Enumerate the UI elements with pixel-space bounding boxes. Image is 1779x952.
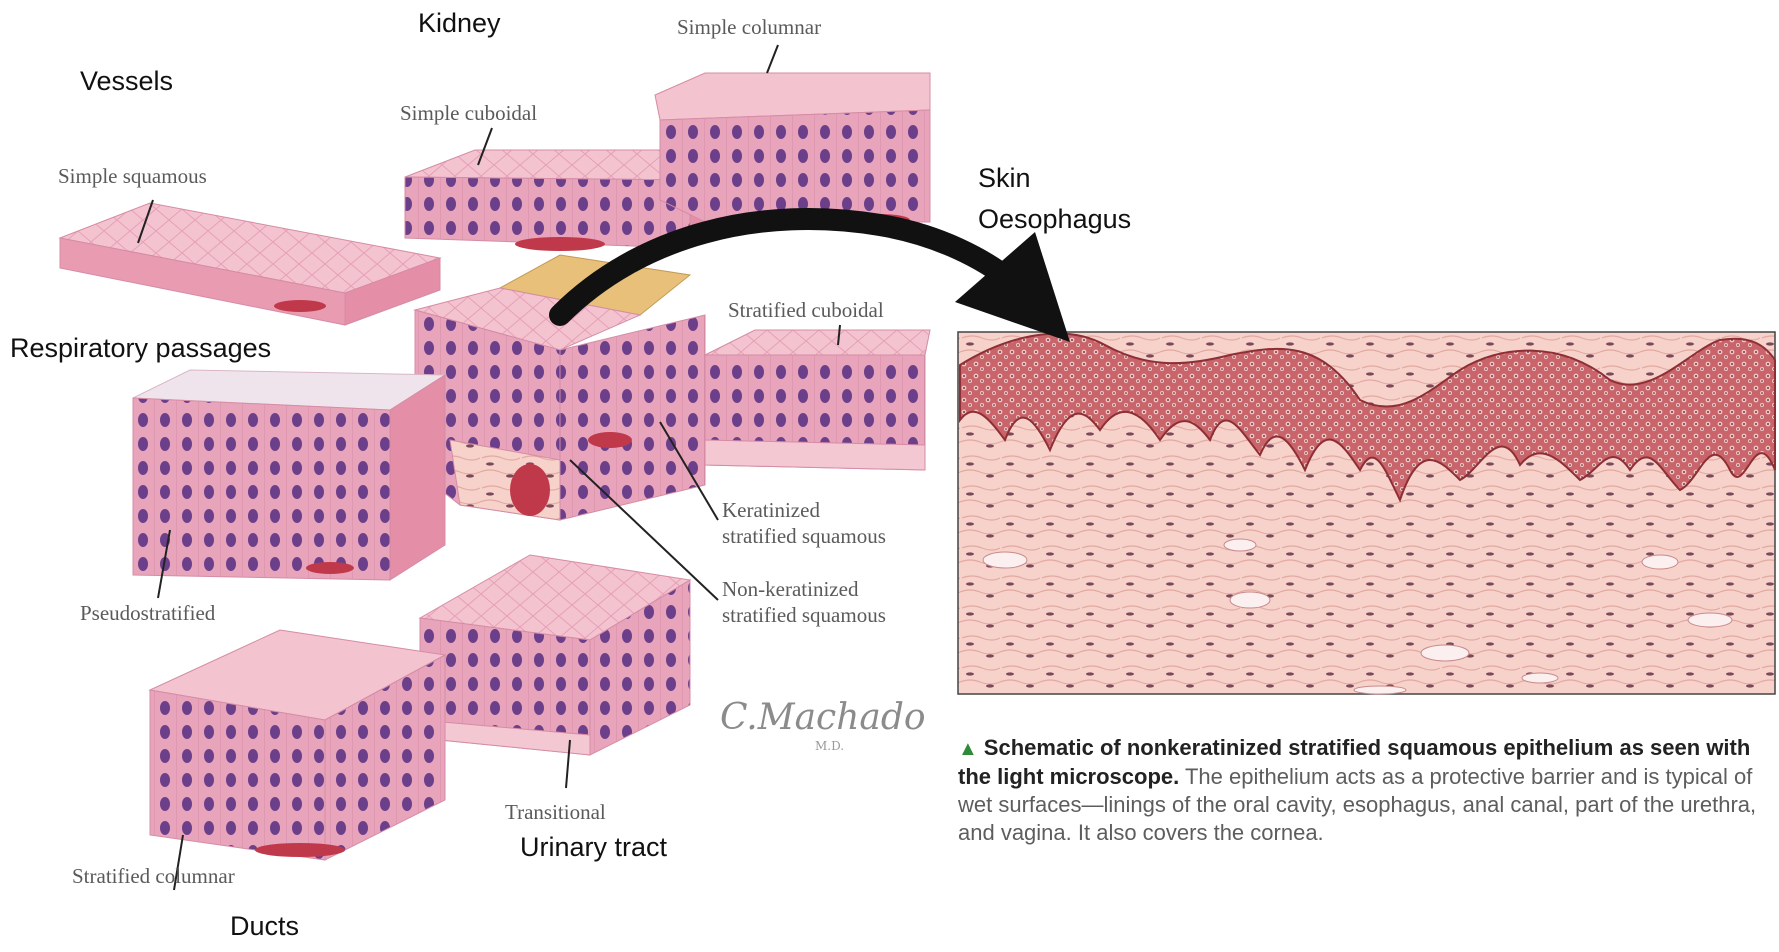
- triangle-marker-icon: ▲: [958, 738, 978, 760]
- tissue-label-transitional: Transitional: [505, 799, 606, 825]
- simple-squamous-block: [60, 203, 440, 325]
- tissue-label-stratified-cuboidal: Stratified cuboidal: [728, 297, 884, 323]
- tissue-label-keratinized: Keratinized stratified squamous: [722, 497, 886, 550]
- tissue-label-nonkeratinized: Non-keratinized stratified squamous: [722, 576, 886, 629]
- transitional-block: [420, 555, 690, 755]
- signature-suffix: M.D.: [815, 739, 844, 753]
- tissue-label-nonkeratinized-line1: Non-keratinized: [722, 576, 886, 602]
- simple-columnar-leader: [767, 45, 778, 73]
- stratified-cuboidal-block: [705, 330, 930, 470]
- figure-caption: ▲Schematic of nonkeratinized stratified …: [958, 734, 1768, 847]
- tissue-label-simple-cuboidal: Simple cuboidal: [400, 100, 537, 126]
- tissue-label-simple-columnar: Simple columnar: [677, 14, 821, 40]
- micrograph-panel: [958, 332, 1775, 694]
- tissue-label-simple-squamous: Simple squamous: [58, 163, 207, 189]
- signature-name: C.Machado: [720, 697, 926, 738]
- tissue-label-keratinized-line1: Keratinized: [722, 497, 886, 523]
- organ-label-respiratory: Respiratory passages: [10, 333, 271, 364]
- tissue-label-keratinized-line2: stratified squamous: [722, 523, 886, 549]
- organ-label-oesophagus: Oesophagus: [978, 204, 1131, 235]
- stratified-columnar-block: [150, 630, 445, 860]
- tissue-label-nonkeratinized-line2: stratified squamous: [722, 602, 886, 628]
- organ-label-ducts: Ducts: [230, 911, 299, 942]
- organ-label-urinary: Urinary tract: [520, 832, 667, 863]
- illustrator-signature: C.Machado M.D.: [720, 697, 926, 738]
- simple-columnar-block: [655, 73, 930, 226]
- organ-label-skin: Skin: [978, 163, 1031, 194]
- stratified-squamous-block: [415, 255, 705, 520]
- tissue-label-stratified-columnar: Stratified columnar: [72, 863, 235, 889]
- tissue-label-pseudostratified: Pseudostratified: [80, 600, 215, 626]
- organ-label-kidney: Kidney: [418, 8, 501, 39]
- organ-label-vessels: Vessels: [80, 66, 173, 97]
- pseudostratified-block: [133, 370, 445, 580]
